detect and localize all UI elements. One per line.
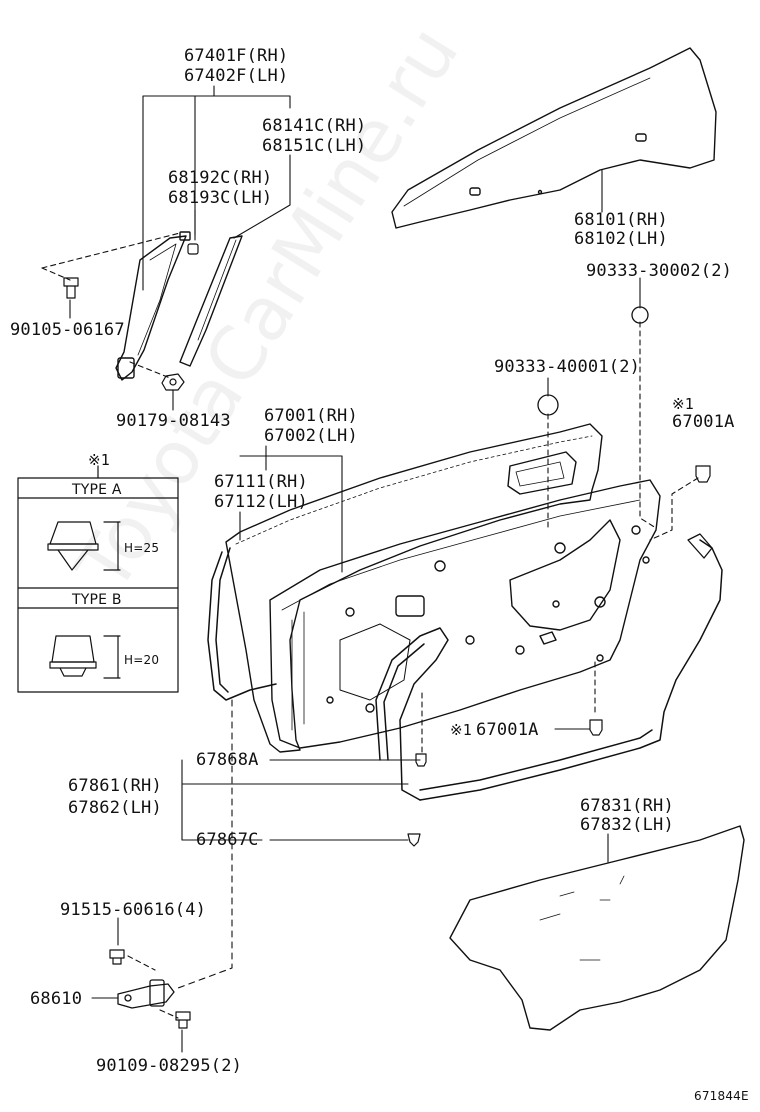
label-67861: 67861(RH) [68,776,162,796]
label-67862: 67862(LH) [68,798,162,818]
label-67111: 67111(RH) [214,472,308,492]
label-67001: 67001(RH) [264,406,358,426]
grommet-40001 [537,394,559,416]
door-check [117,979,175,1009]
door-weatherstrip [207,547,277,701]
clip-67001A-lower [589,719,603,736]
note-1-lower: ※1 [450,721,472,739]
label-90179: 90179-08143 [116,411,231,431]
type-box-note: ※1 [88,451,110,469]
grommet-30002 [631,306,649,324]
label-68102: 68102(LH) [574,229,668,249]
door-inner-panel [269,479,661,749]
type-a-label: TYPE A [72,482,122,498]
label-67401F: 67401F(RH) [184,46,289,66]
label-90333-40001: 90333-40001(2) [494,357,641,377]
moulding [179,235,243,367]
label-68101: 68101(RH) [574,210,668,230]
label-90105: 90105-06167 [10,320,125,340]
nut-90179 [161,373,185,391]
clip [187,243,199,255]
seal-upper [687,533,713,559]
bolt-90105 [63,277,79,299]
label-68610: 68610 [30,989,83,1009]
type-b-height: H=20 [124,653,160,667]
bolt-91515 [109,949,125,965]
type-box [17,465,179,693]
label-90333-30002: 90333-30002(2) [586,261,733,281]
label-67867C: 67867C [196,830,259,850]
label-91515: 91515-60616(4) [60,900,207,920]
type-b-label: TYPE B [72,592,122,608]
bolt-90109 [175,1011,191,1029]
leader-lines [41,85,699,1053]
label-68151C: 68151C(LH) [262,136,367,156]
label-90109: 90109-08295(2) [96,1056,243,1076]
opening-seal [375,539,723,801]
label-67112: 67112(LH) [214,492,308,512]
type-a-height: H=25 [124,541,160,555]
label-68193C: 68193C(LH) [168,188,273,208]
label-68141C: 68141C(RH) [262,116,367,136]
label-68192C: 68192C(RH) [168,168,273,188]
front-pillar-garnish [115,231,191,381]
label-67001A-upper: 67001A [672,412,735,432]
label-67001A-lower: 67001A [476,720,539,740]
clip-67868A [415,753,427,767]
service-hole-cover [449,825,745,1031]
label-67832: 67832(LH) [580,815,674,835]
clip-67867C [407,833,421,847]
label-67402F: 67402F(LH) [184,66,289,86]
note-1-upper: ※1 [672,395,694,413]
figure-id: 671844E [694,1089,749,1103]
label-67868A: 67868A [196,750,259,770]
door-glass [391,47,717,229]
label-67831: 67831(RH) [580,796,674,816]
label-67002: 67002(LH) [264,426,358,446]
clip-67001A-upper [695,465,711,483]
door-panel-trim [225,423,603,753]
